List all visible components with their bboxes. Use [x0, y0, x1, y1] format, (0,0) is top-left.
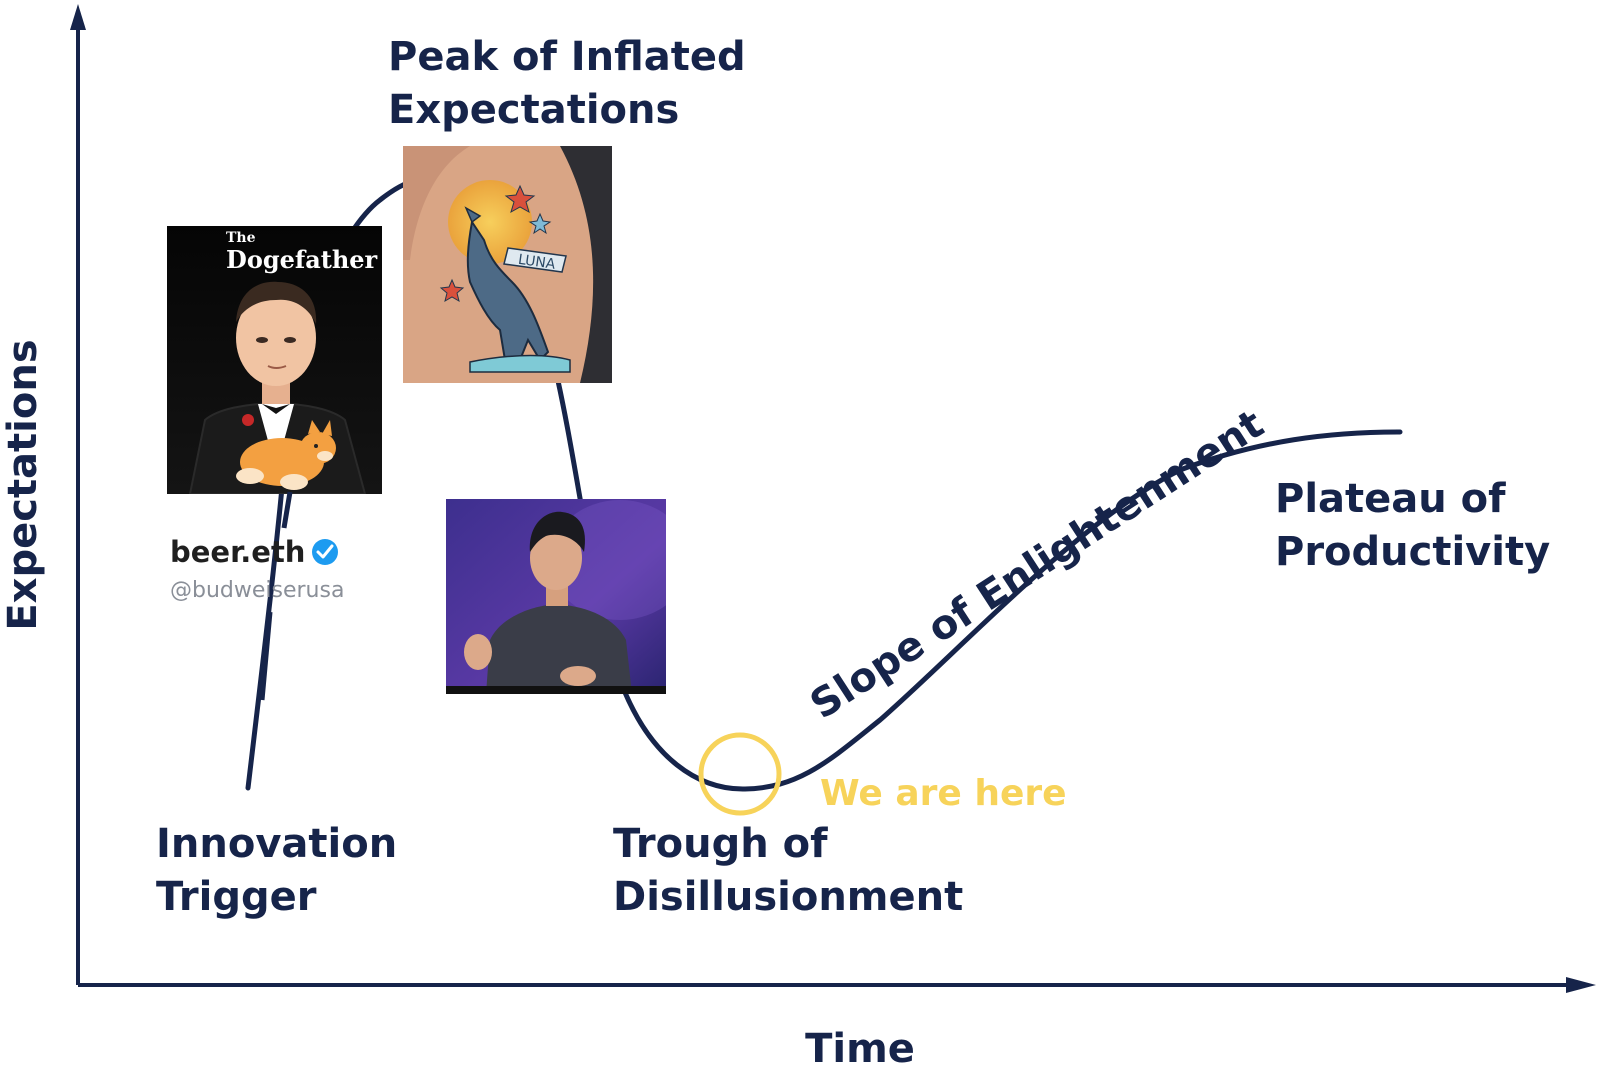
phase-plateau-line1: Plateau of [1275, 476, 1506, 522]
dogefather-title-small: The [226, 230, 256, 246]
profile-card: beer.eth @budweiserusa [170, 535, 344, 603]
phase-peak-line2: Expectations [388, 87, 679, 133]
phase-peak-line1: Peak of Inflated [388, 34, 746, 80]
profile-handle: @budweiserusa [170, 578, 344, 603]
dogefather-image: The Dogefather [167, 226, 382, 494]
marker-circle [698, 732, 782, 816]
axes: Expectations Time [0, 4, 1596, 1065]
tattoo-banner-text: LUNA [517, 252, 557, 273]
phase-plateau-line2: Productivity [1275, 529, 1550, 575]
speaker-image [446, 499, 666, 694]
marker-label: We are here [820, 773, 1067, 814]
phase-slope: Slope of Enlightenment [802, 401, 1272, 728]
phase-trough-line1: Trough of [613, 821, 828, 867]
y-axis-arrowhead [70, 4, 86, 30]
connector-profile [259, 611, 273, 701]
verified-check-icon [312, 539, 338, 565]
profile-name: beer.eth [170, 535, 305, 569]
connector-dogefather [281, 491, 293, 529]
x-axis-arrowhead [1566, 977, 1596, 993]
phase-trough-line2: Disillusionment [613, 874, 963, 920]
y-axis-label: Expectations [0, 339, 46, 630]
phase-innovation-line1: Innovation [156, 821, 397, 867]
dogefather-title-large: Dogefather [226, 245, 378, 274]
phase-innovation-line2: Trigger [156, 874, 317, 920]
x-axis-label: Time [805, 1026, 915, 1065]
luna-tattoo-image: LUNA [403, 146, 612, 383]
we-are-here-marker: We are here [698, 732, 1067, 816]
